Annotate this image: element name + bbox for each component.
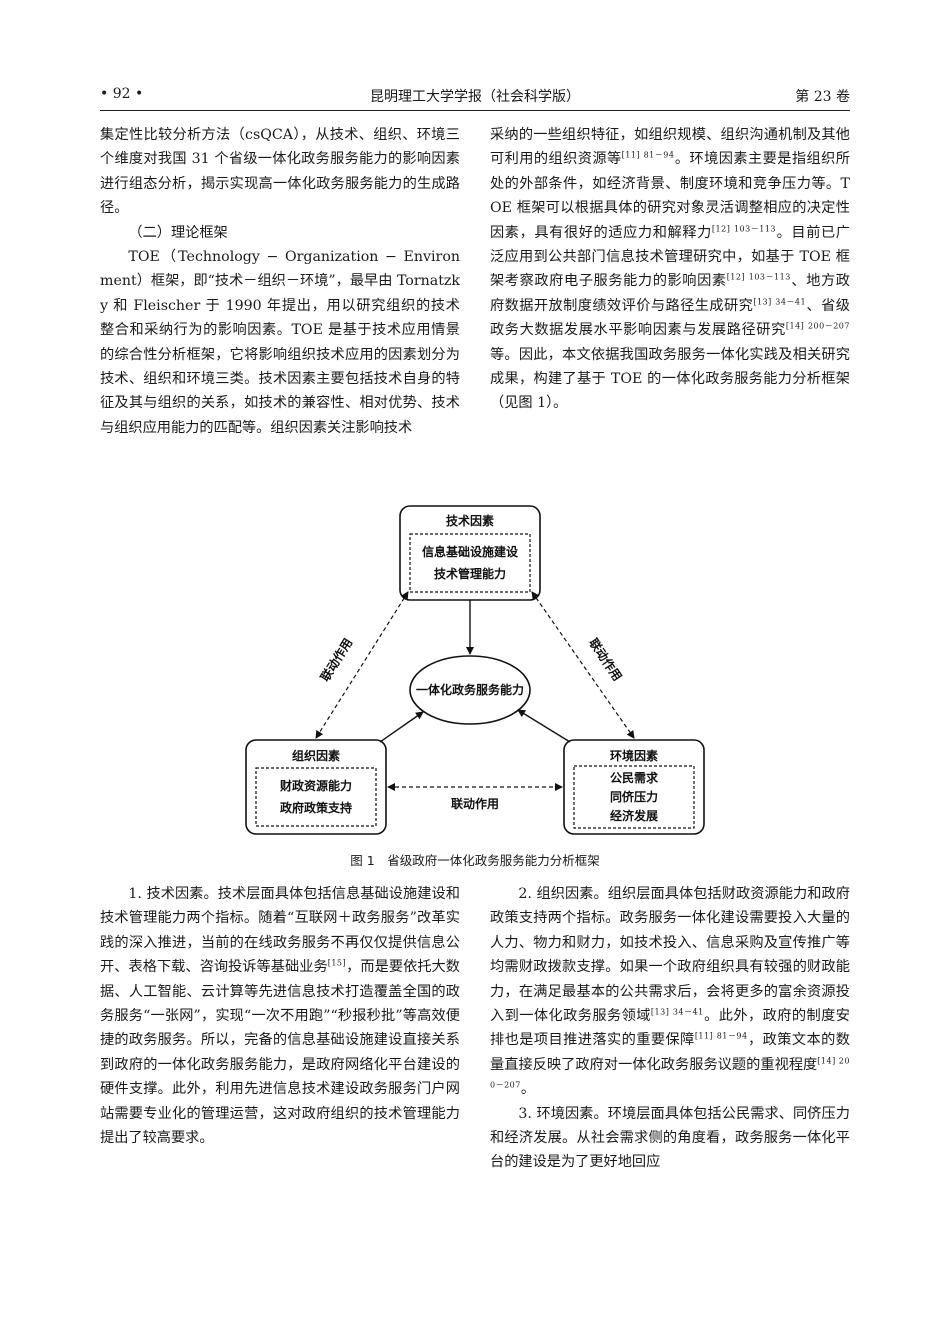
figure-toe-framework: 技术因素 信息基础设施建设 技术管理能力 一体化政务服务能力 组织因素 财政资源… xyxy=(240,502,710,842)
left-column-bottom: 1. 技术因素。技术层面具体包括信息基础设施建设和技术管理能力两个指标。随着“互… xyxy=(100,882,460,1150)
text-span: 。目前已广泛应用到公共部门信息技术管理研究中，如基于 TOE 框架考察政府电子服… xyxy=(490,224,850,290)
right-column-bottom: 2. 组织因素。组织层面具体包括财政资源能力和政府政策支持两个指标。政务服务一体… xyxy=(490,882,850,1175)
text-span: 、省级政务大数据发展水平影响因素与发展路径研究 xyxy=(490,297,850,339)
citation: [11] 81－94 xyxy=(621,150,675,160)
organization-factor-title: 组织因素 xyxy=(292,748,340,763)
text-span: 1. 技术因素。技术层面具体包括信息基础设施建设和技术管理能力两个指标。随着“互… xyxy=(100,886,460,976)
text-span: ，政策文本的数量直接反映了政府对一体化政务服务议题的重视程度 xyxy=(490,1032,850,1073)
citation: [15] xyxy=(327,958,347,968)
citation: [11] 81－94 xyxy=(694,1031,748,1041)
organization-factor-box: 组织因素 财政资源能力 政府政策支持 xyxy=(245,739,387,835)
link-label-left: 联动作用 xyxy=(317,635,355,684)
right-column-top: 采纳的一些组织特征，如组织规模、组织沟通机制及其他可利用的组织资源等[11] 8… xyxy=(490,123,850,416)
framework-diagram: 技术因素 信息基础设施建设 技术管理能力 一体化政务服务能力 组织因素 财政资源… xyxy=(245,505,705,835)
technology-factor-box: 技术因素 信息基础设施建设 技术管理能力 xyxy=(399,505,541,601)
citation: [13] 34－41 xyxy=(650,1007,704,1017)
running-header: • 92 • 昆明理工大学学报（社会科学版） 第 23 卷 xyxy=(100,84,850,111)
organization-item-finance: 财政资源能力 xyxy=(279,778,352,793)
environment-item-economy: 经济发展 xyxy=(610,808,658,823)
text-span: 等。因此，本文依据我国政务服务一体化实践及相关研究成果，构建了基于 TOE 的一… xyxy=(490,346,850,412)
link-label-bottom: 联动作用 xyxy=(451,796,499,811)
integrated-service-capability-node: 一体化政务服务能力 xyxy=(409,655,531,725)
paragraph-technology-factor: 1. 技术因素。技术层面具体包括信息基础设施建设和技术管理能力两个指标。随着“互… xyxy=(100,882,460,1150)
technology-item-infrastructure: 信息基础设施建设 xyxy=(422,544,519,559)
text-span: 。此外，政府的制度安排也是项目推进落实的重要保障 xyxy=(490,1008,850,1049)
text-span: 。环境因素主要是指组织所处的外部条件，如经济背景、制度环境和竞争压力等。TOE … xyxy=(490,151,850,241)
paragraph-organization-factor: 2. 组织因素。组织层面具体包括财政资源能力和政府政策支持两个指标。政务服务一体… xyxy=(490,882,850,1102)
section-heading-theory: （二）理论框架 xyxy=(128,224,228,241)
paragraph-environment-factor: 3. 环境因素。环境层面具体包括公民需求、同侪压力和经济发展。从社会需求侧的角度… xyxy=(490,1105,850,1171)
figure-caption: 图 1 省级政府一体化政务服务能力分析框架 xyxy=(350,853,600,868)
environment-factor-title: 环境因素 xyxy=(610,748,658,763)
text-span: ，而是要依托大数据、人工智能、云计算等先进信息技术打造覆盖全国的政务服务“一张网… xyxy=(100,959,460,1147)
citation: [13] 34－41 xyxy=(753,297,807,307)
paragraph-toe-continued: 采纳的一些组织特征，如组织规模、组织沟通机制及其他可利用的组织资源等[11] 8… xyxy=(490,123,850,416)
citation: [14] 200－207 xyxy=(490,1056,850,1090)
technology-factor-title: 技术因素 xyxy=(446,513,494,528)
environment-item-peer-pressure: 同侪压力 xyxy=(610,789,658,804)
text-span: 采纳的一些组织特征，如组织规模、组织沟通机制及其他可利用的组织资源等 xyxy=(490,127,850,168)
volume-label: 第 23 卷 xyxy=(795,89,850,105)
link-technology-environment xyxy=(531,591,635,739)
link-technology-organization xyxy=(315,591,409,739)
organization-item-policy: 政府政策支持 xyxy=(280,800,352,815)
paragraph-method: 集定性比较分析方法（csQCA），从技术、组织、环境三个维度对我国 31 个省级… xyxy=(100,127,460,217)
environment-item-citizen-demand: 公民需求 xyxy=(610,770,659,785)
link-label-right: 联动作用 xyxy=(586,635,625,683)
arrow-environment-to-center xyxy=(517,709,571,743)
center-node-label: 一体化政务服务能力 xyxy=(416,682,524,697)
citation: [14] 200－207 xyxy=(785,321,850,331)
environment-factor-box: 环境因素 公民需求 同侪压力 经济发展 xyxy=(563,739,705,835)
page-number: • 92 • xyxy=(100,86,144,102)
arrow-organization-to-center xyxy=(379,711,424,743)
journal-title: 昆明理工大学学报（社会科学版） xyxy=(370,89,580,105)
paragraph-toe: TOE（Technology − Organization − Environm… xyxy=(100,249,460,436)
citation: [12] 103－113 xyxy=(726,272,791,282)
text-span: 、地方政府数据开放制度绩效评价与路径生成研究 xyxy=(490,273,850,314)
technology-item-management: 技术管理能力 xyxy=(434,566,506,581)
text-span: 。 xyxy=(520,1081,536,1098)
text-span: 2. 组织因素。组织层面具体包括财政资源能力和政府政策支持两个指标。政务服务一体… xyxy=(490,886,850,1025)
left-column-top: 集定性比较分析方法（csQCA），从技术、组织、环境三个维度对我国 31 个省级… xyxy=(100,123,460,440)
citation: [12] 103－113 xyxy=(711,223,776,233)
